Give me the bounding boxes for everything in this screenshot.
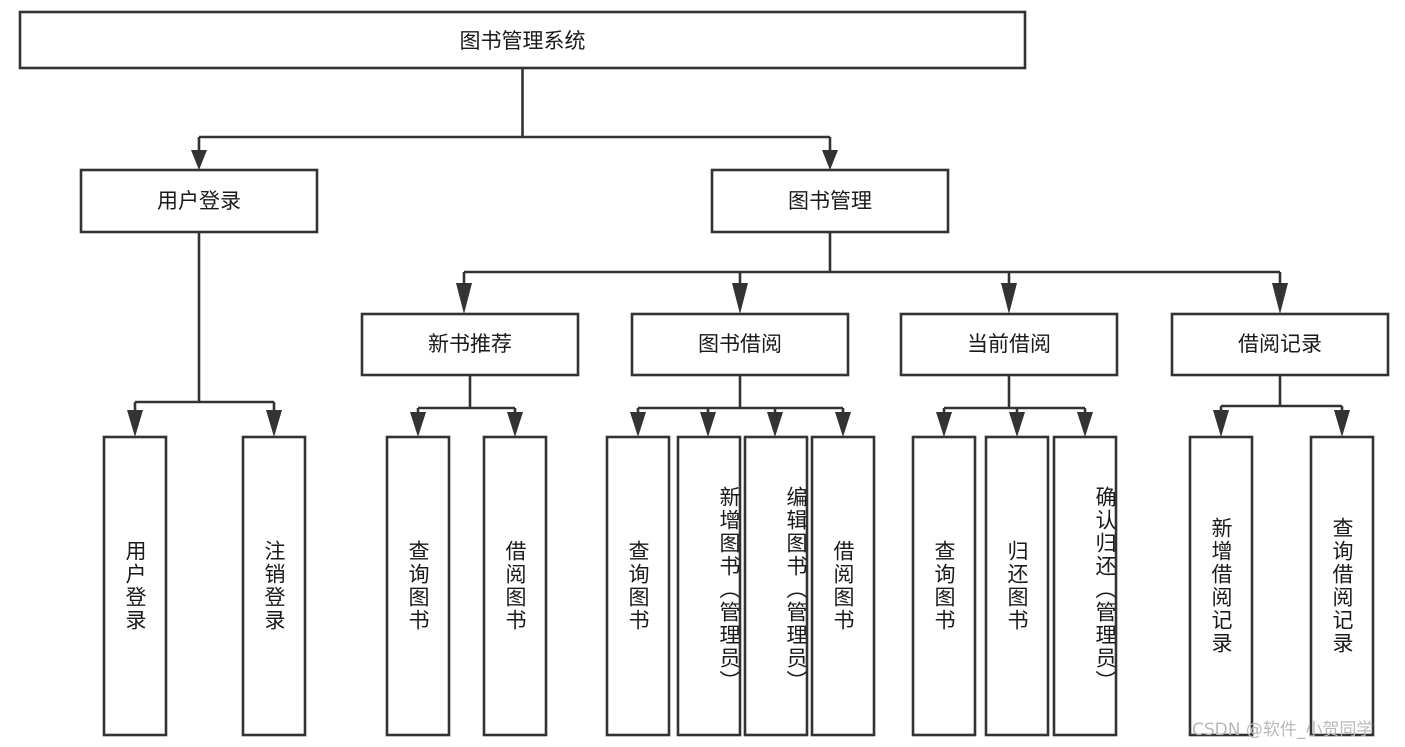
arrowhead-query-book-b xyxy=(630,412,646,437)
node-book-borrow-box[interactable] xyxy=(630,312,850,377)
arrowhead-new-book-rec xyxy=(456,283,472,314)
arrowhead-borrow-record xyxy=(1272,283,1288,314)
node-root-box[interactable] xyxy=(18,10,1027,70)
arrowhead-add-borrow-record xyxy=(1213,410,1229,437)
node-current-borrow-box[interactable] xyxy=(899,312,1119,377)
node-user-login-label: 用户登录 xyxy=(157,189,241,213)
csdn-watermark: CSDN @软件_小贺同学 xyxy=(1192,720,1374,740)
leaf-box-logout[interactable] xyxy=(241,435,307,737)
leaf-box-user-login[interactable] xyxy=(102,435,168,737)
arrowhead-user-login xyxy=(191,150,207,170)
leaf-box-borrow-book-a[interactable] xyxy=(482,435,548,737)
arrowhead-current-borrow xyxy=(1001,283,1017,314)
leaf-box-confirm-return[interactable] xyxy=(1052,435,1118,737)
node-book-borrow-label: 图书借阅 xyxy=(698,332,782,356)
node-book-mgmt-box[interactable] xyxy=(710,168,950,234)
arrowhead-add-book xyxy=(700,412,716,437)
leaf-box-return-book[interactable] xyxy=(984,435,1050,737)
leaf-box-query-borrow-record[interactable] xyxy=(1309,435,1375,737)
arrowhead-book-mgmt xyxy=(822,150,838,170)
leaf-box-edit-book[interactable] xyxy=(743,435,809,737)
arrowhead-return-book xyxy=(1009,412,1025,437)
arrowhead-query-borrow-record xyxy=(1334,410,1350,437)
arrowhead-borrow-book-b xyxy=(835,412,851,437)
arrowhead-confirm-return xyxy=(1077,412,1093,437)
leaf-box-add-borrow-record[interactable] xyxy=(1188,435,1254,737)
node-borrow-record-label: 借阅记录 xyxy=(1238,332,1322,356)
arrowhead-query-book-a xyxy=(410,412,426,437)
leaf-box-add-book[interactable] xyxy=(676,435,742,737)
node-book-mgmt-label: 图书管理 xyxy=(788,189,872,213)
arrowhead-book-borrow xyxy=(732,283,748,314)
arrowhead-query-book-c xyxy=(936,412,952,437)
node-new-book-rec-box[interactable] xyxy=(360,312,580,377)
node-borrow-record-box[interactable] xyxy=(1170,312,1390,377)
arrowhead-leaf-user-login xyxy=(127,410,143,437)
leaf-box-query-book-a[interactable] xyxy=(385,435,451,737)
arrowhead-borrow-book-a xyxy=(507,412,523,437)
arrowhead-edit-book xyxy=(767,412,783,437)
leaf-box-query-book-b[interactable] xyxy=(605,435,671,737)
node-root-label: 图书管理系统 xyxy=(460,29,586,53)
leaf-box-query-book-c[interactable] xyxy=(911,435,977,737)
arrowhead-leaf-logout xyxy=(266,410,282,437)
node-current-borrow-label: 当前借阅 xyxy=(967,332,1051,356)
node-new-book-rec-label: 新书推荐 xyxy=(428,332,512,356)
leaf-box-borrow-book-b[interactable] xyxy=(810,435,876,737)
